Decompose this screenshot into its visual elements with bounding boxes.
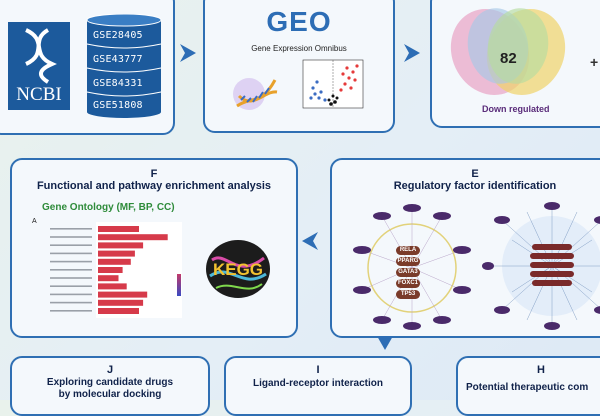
panel-j-title-line1: Exploring candidate drugs <box>46 377 174 388</box>
panel-j: J Exploring candidate drugs by molecular… <box>10 356 210 416</box>
gene-ontology-title: Gene Ontology (MF, BP, CC) <box>42 202 175 213</box>
volcano-plot <box>302 59 364 109</box>
tf-node-4: FOXC1 <box>396 279 420 288</box>
bar-label-line <box>50 285 92 287</box>
go-bar <box>98 250 135 257</box>
kegg-pathway-icon <box>209 256 267 290</box>
go-bar <box>98 291 148 298</box>
panel-e: E Regulatory factor identification RELA … <box>330 158 600 338</box>
panel-h-letter: H <box>537 364 545 376</box>
ncbi-panel: NCBI GSE28405 GSE43777 GSE84331 GSE51808 <box>0 0 175 135</box>
go-bar <box>98 226 139 232</box>
panel-i-letter: I <box>316 364 320 376</box>
geo-subtitle: Gene Expression Omnibus <box>251 44 347 53</box>
bar-label-line <box>50 301 92 304</box>
bar-label-line <box>50 252 92 255</box>
bar-label-line <box>50 236 92 238</box>
bar-label-line <box>50 293 92 296</box>
ncbi-logo-text: NCBI <box>16 84 62 105</box>
bar-label-line <box>50 310 92 312</box>
ncbi-logo: NCBI <box>8 22 70 110</box>
geo-logo-text: GEO <box>266 6 332 37</box>
go-bar <box>98 275 119 282</box>
go-bar <box>98 258 131 265</box>
go-bar <box>98 299 144 306</box>
gse-id-4: GSE51808 <box>93 100 143 111</box>
venn-center-value: 82 <box>500 50 517 67</box>
mirna-network <box>482 202 600 330</box>
panel-e-letter: E <box>471 168 479 180</box>
tf-node-2: PPARG <box>396 257 420 266</box>
sub-figure-letter: A <box>32 218 37 225</box>
arrow-right-icon <box>180 44 196 67</box>
dna-microarray-icon <box>233 78 278 110</box>
geo-panel: GEO Gene Expression Omnibus <box>203 0 395 133</box>
tf-node-3: GATA3 <box>396 268 420 277</box>
dna-helix-icon <box>25 28 57 84</box>
bar-label-line <box>50 244 92 246</box>
go-bar <box>98 283 127 290</box>
tf-node-1: RELA <box>396 246 420 255</box>
arrow-down-icon <box>377 336 393 355</box>
panel-e-title: Regulatory factor identification <box>393 180 557 192</box>
panel-f: F Functional and pathway enrichment anal… <box>10 158 298 338</box>
panel-h-title: Potential therapeutic com <box>466 382 589 393</box>
kegg-logo: KEGG <box>206 240 270 298</box>
panel-j-letter: J <box>106 364 114 376</box>
go-bar-chart <box>50 222 182 318</box>
database-icon <box>86 14 162 118</box>
kegg-logo-text: KEGG <box>212 260 264 279</box>
arrow-right-icon <box>404 44 420 67</box>
panel-j-title-line2: by molecular docking <box>58 389 162 400</box>
panel-i: I Ligand-receptor interaction <box>224 356 412 416</box>
panel-h: H Potential therapeutic com <box>456 356 600 416</box>
venn-caption: Down regulated <box>482 104 550 114</box>
bar-label-line <box>50 228 92 230</box>
venn-diagram <box>450 8 566 95</box>
heat-legend <box>177 274 181 296</box>
bar-label-line <box>50 260 92 263</box>
go-bar <box>98 308 139 314</box>
gse-id-1: GSE28405 <box>93 30 143 41</box>
bar-label-line <box>50 269 92 271</box>
gse-id-3: GSE84331 <box>93 78 143 89</box>
gse-id-2: GSE43777 <box>93 54 143 65</box>
gse-database-stack: GSE28405 GSE43777 GSE84331 GSE51808 <box>85 14 163 118</box>
bar-label-line <box>50 277 92 279</box>
go-bar <box>98 242 144 249</box>
tf-node-5: TP53 <box>396 290 420 299</box>
panel-i-title: Ligand-receptor interaction <box>252 378 383 389</box>
go-bar <box>98 234 168 241</box>
plus-sign: + <box>590 54 599 70</box>
venn-panel: 82 Down regulated + <box>430 0 600 128</box>
panel-f-title: Functional and pathway enrichment analys… <box>36 180 272 192</box>
panel-f-letter: F <box>150 168 158 180</box>
arrow-left-icon <box>302 232 318 255</box>
go-bar <box>98 267 123 273</box>
